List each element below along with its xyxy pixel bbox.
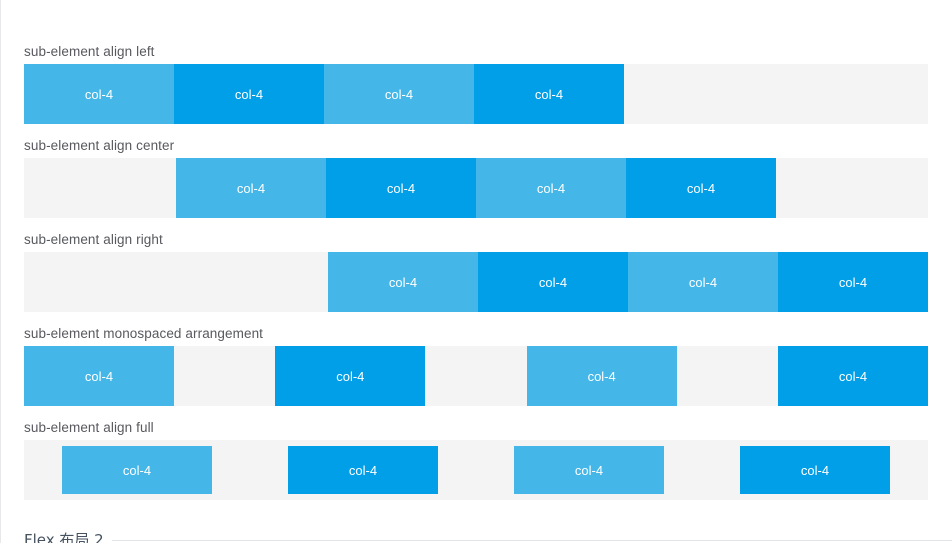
col-item[interactable]: col-4 [777,346,928,406]
col-item[interactable]: col-4 [478,252,628,312]
next-section-heading: Flex 布局 2 [24,531,952,543]
col-label: col-4 [800,462,830,478]
section-label-align-right: sub-element align right [24,232,163,247]
col-label: col-4 [538,274,568,290]
col-label: col-4 [84,86,114,102]
flex-track-monospaced: col-4 col-4 col-4 col-4 [24,346,928,406]
col-item[interactable]: col-4 [62,446,212,494]
col-item[interactable]: col-4 [628,252,778,312]
col-label: col-4 [336,368,365,384]
col-label: col-4 [688,274,718,290]
col-label: col-4 [84,368,114,384]
col-item[interactable]: col-4 [288,446,438,494]
col-label: col-4 [534,86,564,102]
section-align-right: sub-element align right col-4 col-4 col-… [24,228,952,312]
col-label: col-4 [838,274,868,290]
col-item[interactable]: col-4 [740,446,890,494]
col-item[interactable]: col-4 [275,346,426,406]
flex-demo-list: sub-element align left col-4 col-4 col-4… [24,40,952,510]
col-item[interactable]: col-4 [778,252,928,312]
col-item[interactable]: col-4 [476,158,626,218]
col-label: col-4 [536,180,566,196]
col-item[interactable]: col-4 [324,64,474,124]
section-align-full: sub-element align full col-4 col-4 col-4… [24,416,952,500]
section-monospaced: sub-element monospaced arrangement col-4… [24,322,952,406]
section-align-center: sub-element align center col-4 col-4 col… [24,134,952,218]
col-item[interactable]: col-4 [514,446,664,494]
col-label: col-4 [686,180,716,196]
col-label: col-4 [348,462,378,478]
col-label: col-4 [838,368,868,384]
col-label: col-4 [122,462,152,478]
col-item[interactable]: col-4 [174,64,324,124]
left-edge-rule [0,0,1,543]
col-label: col-4 [386,180,416,196]
section-label-align-left: sub-element align left [24,44,155,59]
col-item[interactable]: col-4 [24,346,174,406]
col-item[interactable]: col-4 [326,158,476,218]
section-label-align-full: sub-element align full [24,420,154,435]
section-align-left: sub-element align left col-4 col-4 col-4… [24,40,952,124]
col-label: col-4 [587,368,616,384]
flex-track-align-center: col-4 col-4 col-4 col-4 [24,158,928,218]
col-item[interactable]: col-4 [526,346,677,406]
col-item[interactable]: col-4 [328,252,478,312]
heading-divider [111,539,952,541]
next-section-title: Flex 布局 2 [24,531,104,543]
col-label: col-4 [388,274,418,290]
section-label-align-center: sub-element align center [24,138,175,153]
section-label-monospaced: sub-element monospaced arrangement [24,326,264,341]
flex-track-align-full: col-4 col-4 col-4 col-4 [24,440,928,500]
col-item[interactable]: col-4 [626,158,776,218]
col-label: col-4 [384,86,414,102]
flex-track-align-right: col-4 col-4 col-4 col-4 [24,252,928,312]
col-item[interactable]: col-4 [176,158,326,218]
col-label: col-4 [574,462,604,478]
col-item[interactable]: col-4 [24,64,174,124]
col-item[interactable]: col-4 [474,64,624,124]
flex-track-align-left: col-4 col-4 col-4 col-4 [24,64,928,124]
col-label: col-4 [236,180,266,196]
col-label: col-4 [234,86,264,102]
